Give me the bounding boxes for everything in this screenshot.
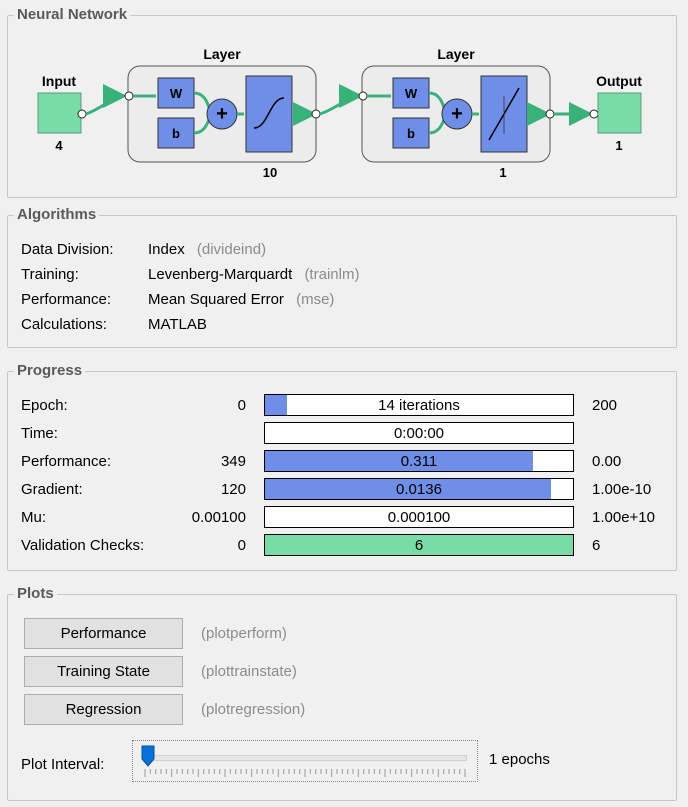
algorithm-value: MATLAB xyxy=(148,316,207,333)
input-label: Input xyxy=(42,73,77,89)
svg-text:b: b xyxy=(172,126,180,141)
progress-start-validation-checks: 0 xyxy=(237,537,246,554)
algorithm-row-performance: Performance: xyxy=(21,291,111,308)
progress-label-epoch: Epoch: xyxy=(21,397,68,414)
progress-bar-gradient: 0.0136 xyxy=(264,478,574,500)
progress-label-time: Time: xyxy=(21,425,58,442)
neural-network-group: Neural Network Input 4 Layer W b + xyxy=(7,6,677,198)
svg-text:+: + xyxy=(451,103,463,125)
slider-track xyxy=(143,755,467,761)
progress-bar-validation-checks: 6 xyxy=(264,534,574,556)
slider-thumb[interactable] xyxy=(141,745,155,767)
layer1-size: 10 xyxy=(263,165,277,180)
regression-plot-button[interactable]: Regression xyxy=(24,694,183,725)
progress-value-validation-checks: 6 xyxy=(414,537,424,554)
progress-start-gradient: 120 xyxy=(220,481,246,498)
plot-interval-value: 1 epochs xyxy=(489,751,550,768)
algorithms-group: Algorithms Data Division: Index (dividei… xyxy=(7,206,677,348)
svg-text:b: b xyxy=(407,126,415,141)
progress-label-performance: Performance: xyxy=(21,453,112,470)
training-state-plot-button[interactable]: Training State xyxy=(24,656,183,687)
algorithm-hint: (trainlm) xyxy=(304,266,360,283)
input-node xyxy=(37,92,82,134)
progress-bar-performance: 0.311 xyxy=(264,450,574,472)
progress-fill-validation-checks xyxy=(265,535,573,555)
progress-value-time: 0:00:00 xyxy=(393,425,445,442)
plots-title: Plots xyxy=(14,585,57,602)
neural-network-title: Neural Network xyxy=(14,6,131,23)
progress-label-validation-checks: Validation Checks: xyxy=(21,537,145,554)
performance-plot-hint: (plotperform) xyxy=(201,625,287,642)
algorithm-label: Data Division: xyxy=(21,241,114,258)
output-node xyxy=(597,92,642,134)
layer1-bias xyxy=(157,117,195,149)
performance-plot-button[interactable]: Performance xyxy=(24,618,183,649)
progress-end-epoch: 200 xyxy=(592,397,618,414)
output-label: Output xyxy=(596,73,642,89)
algorithm-value: Levenberg-Marquardt xyxy=(148,266,293,283)
plot-interval-label: Plot Interval: xyxy=(21,756,105,773)
algorithm-value: Mean Squared Error xyxy=(148,291,284,308)
algorithms-title: Algorithms xyxy=(14,206,100,223)
algorithm-label: Training: xyxy=(21,266,79,283)
algorithm-label: Performance: xyxy=(21,291,112,308)
algorithm-hint: (mse) xyxy=(296,291,335,308)
algorithm-row-training: Training: xyxy=(21,266,79,283)
algorithm-label: Calculations: xyxy=(21,316,107,333)
algorithm-row-data-division: Data Division: xyxy=(21,241,114,258)
layer2-bias xyxy=(392,117,430,149)
progress-start-epoch: 0 xyxy=(237,397,246,414)
progress-value-mu: 0.000100 xyxy=(387,509,451,526)
progress-value-epoch: 14 iterations xyxy=(378,397,460,414)
training-state-plot-hint: (plottrainstate) xyxy=(201,663,297,680)
progress-fill-performance xyxy=(265,451,533,471)
algorithm-row-calculations: Calculations: xyxy=(21,316,107,333)
progress-end-mu: 1.00e+10 xyxy=(592,509,655,526)
algorithm-hint: (divideind) xyxy=(196,241,267,258)
output-size: 1 xyxy=(615,138,622,153)
progress-end-gradient: 1.00e-10 xyxy=(592,481,652,498)
progress-start-mu: 0.00100 xyxy=(191,509,246,526)
layer2-size: 1 xyxy=(499,165,506,180)
plot-interval-slider[interactable] xyxy=(132,740,478,782)
progress-fill-epoch xyxy=(265,395,287,415)
layer2-label: Layer xyxy=(437,46,475,62)
progress-label-gradient: Gradient: xyxy=(21,481,83,498)
progress-end-validation-checks: 6 xyxy=(592,537,601,554)
progress-title: Progress xyxy=(14,362,86,379)
progress-value-performance: 0.311 xyxy=(400,453,438,470)
layer1-label: Layer xyxy=(203,46,241,62)
progress-end-performance: 0.00 xyxy=(592,453,622,470)
progress-value-gradient: 0.0136 xyxy=(396,481,442,498)
progress-start-performance: 349 xyxy=(220,453,246,470)
progress-fill-gradient xyxy=(265,479,552,499)
svg-text:W: W xyxy=(170,86,183,101)
regression-plot-hint: (plotregression) xyxy=(201,701,306,718)
network-diagram: Input 4 Layer W b + 10 Layer W xyxy=(37,46,642,180)
svg-text:+: + xyxy=(216,103,228,125)
progress-label-mu: Mu: xyxy=(21,509,47,526)
progress-bar-mu: 0.000100 xyxy=(264,506,574,528)
algorithm-value: Index xyxy=(148,241,185,258)
progress-bar-time: 0:00:00 xyxy=(264,422,574,444)
progress-bar-epoch: 14 iterations xyxy=(264,394,574,416)
input-size: 4 xyxy=(55,138,63,153)
slider-ticks xyxy=(144,769,466,777)
svg-text:W: W xyxy=(405,86,418,101)
plots-group: Plots Performance (plotperform) Training… xyxy=(7,585,677,801)
